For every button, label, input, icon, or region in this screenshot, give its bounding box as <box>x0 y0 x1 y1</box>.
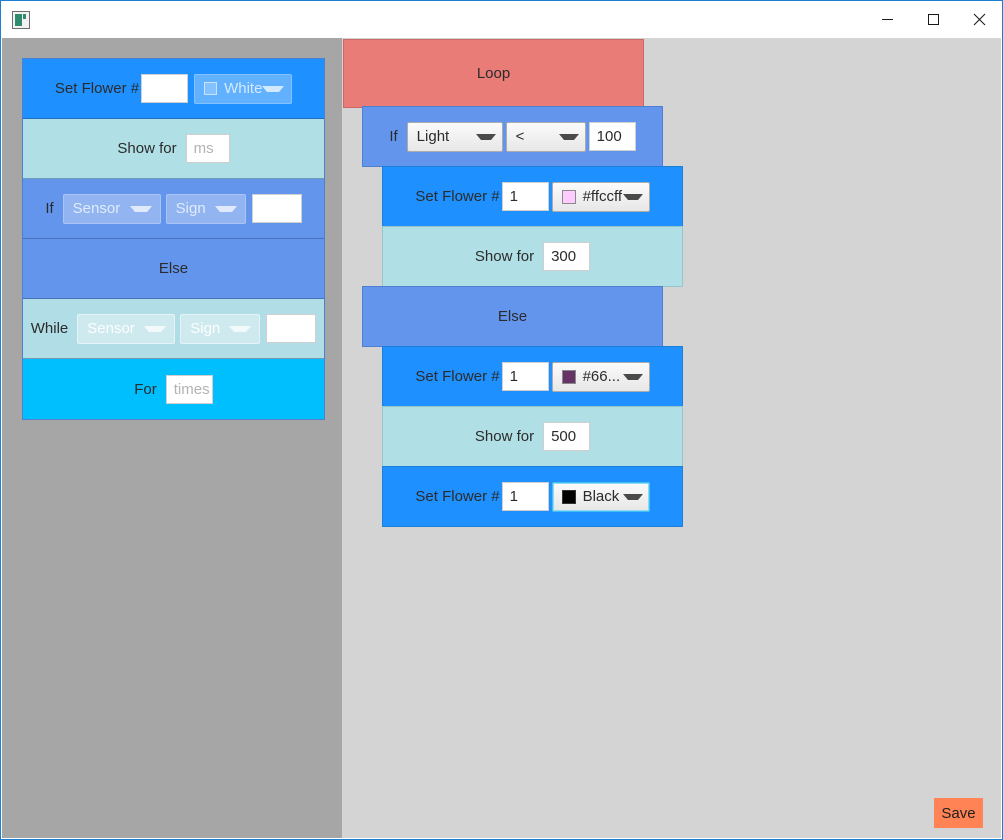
canvas-if-label: If <box>389 128 398 145</box>
canvas-set-flower-2-color-select[interactable]: #66... <box>551 361 650 392</box>
palette-while-sign-select[interactable]: Sign <box>180 313 261 344</box>
color-swatch-icon <box>561 369 576 384</box>
chevron-down-icon <box>229 325 252 332</box>
canvas-set-flower-2-color-label: #66... <box>582 368 621 385</box>
window-controls <box>864 1 1002 38</box>
chevron-down-icon <box>214 205 237 212</box>
color-swatch-icon <box>561 489 576 504</box>
canvas-set-flower-1-color-label: #ffccff <box>582 188 623 205</box>
canvas-set-flower-3-color-label: Black <box>582 488 620 505</box>
canvas-if-value-input[interactable]: 100 <box>588 122 636 151</box>
canvas-show-for-1-input[interactable]: 300 <box>543 242 591 271</box>
palette-block-stack: Set Flower # White Show for ms If <box>22 58 325 420</box>
chevron-down-icon <box>129 205 152 212</box>
save-button-label: Save <box>941 804 976 822</box>
color-swatch-icon <box>204 82 218 95</box>
canvas-show-for-1-label: Show for <box>474 248 535 265</box>
canvas-block-set-flower-2[interactable]: Set Flower # 1 #66... <box>382 346 683 407</box>
chevron-down-icon <box>622 193 643 200</box>
palette-while-sign-label: Sign <box>190 320 221 337</box>
canvas-set-flower-3-color-select[interactable]: Black <box>551 481 650 512</box>
canvas-else-label: Else <box>497 308 528 325</box>
save-button[interactable]: Save <box>934 798 983 828</box>
canvas-block-set-flower-1[interactable]: Set Flower # 1 #ffccff <box>382 166 683 227</box>
palette-show-for-input[interactable]: ms <box>185 134 230 163</box>
palette-block-set-flower[interactable]: Set Flower # White <box>23 59 324 119</box>
palette-while-label: While <box>30 320 69 337</box>
palette-block-else[interactable]: Else <box>23 239 324 299</box>
palette-set-flower-color-label: White <box>224 80 263 97</box>
canvas-block-show-for-1[interactable]: Show for 300 <box>382 226 683 287</box>
palette-for-label: For <box>134 380 157 398</box>
minimize-button[interactable] <box>864 1 910 38</box>
canvas-loop-label: Loop <box>476 65 511 82</box>
canvas-set-flower-2-label: Set Flower # <box>415 368 500 385</box>
canvas-block-else[interactable]: Else <box>362 286 663 347</box>
palette-block-show-for[interactable]: Show for ms <box>23 119 324 179</box>
palette-if-sensor-select[interactable]: Sensor <box>62 193 161 224</box>
palette-if-sign-select[interactable]: Sign <box>165 193 246 224</box>
chevron-down-icon <box>622 493 643 500</box>
palette-set-flower-color-select[interactable]: White <box>194 73 293 104</box>
palette-block-while[interactable]: While Sensor Sign <box>23 299 324 359</box>
canvas-block-if[interactable]: If Light < 100 <box>362 106 663 167</box>
palette-block-for[interactable]: For times <box>23 359 324 419</box>
title-bar <box>1 1 1002 38</box>
palette-if-sign-label: Sign <box>175 200 206 217</box>
palette-while-value-input[interactable] <box>266 314 317 343</box>
close-button[interactable] <box>956 1 1002 38</box>
chevron-down-icon <box>475 133 496 140</box>
palette-block-if[interactable]: If Sensor Sign <box>23 179 324 239</box>
canvas-block-set-flower-3[interactable]: Set Flower # 1 Black <box>382 466 683 527</box>
program-canvas[interactable]: Loop If Light < 100 Set Flower # 1 <box>342 38 1001 838</box>
palette-if-sensor-label: Sensor <box>72 200 121 217</box>
canvas-set-flower-1-number-input[interactable]: 1 <box>501 182 549 211</box>
chevron-down-icon <box>622 373 643 380</box>
chevron-down-icon <box>262 85 285 92</box>
workspace: Set Flower # White Show for ms If <box>2 38 1001 838</box>
palette-while-sensor-label: Sensor <box>87 320 135 337</box>
palette-else-label: Else <box>158 260 189 277</box>
canvas-set-flower-1-color-select[interactable]: #ffccff <box>551 181 650 212</box>
canvas-block-show-for-2[interactable]: Show for 500 <box>382 406 683 467</box>
palette-for-input[interactable]: times <box>165 374 213 404</box>
app-icon <box>12 10 30 29</box>
block-palette: Set Flower # White Show for ms If <box>2 38 342 838</box>
canvas-if-sensor-select[interactable]: Light <box>406 121 503 152</box>
chevron-down-icon <box>144 325 167 332</box>
chevron-down-icon <box>558 133 579 140</box>
canvas-block-loop[interactable]: Loop <box>343 39 644 108</box>
canvas-set-flower-2-number-input[interactable]: 1 <box>501 362 549 391</box>
canvas-set-flower-3-number-input[interactable]: 1 <box>501 482 549 511</box>
palette-if-value-input[interactable] <box>251 194 302 223</box>
canvas-set-flower-1-label: Set Flower # <box>415 188 500 205</box>
palette-set-flower-label: Set Flower # <box>54 80 140 97</box>
canvas-if-sign-select[interactable]: < <box>505 121 586 152</box>
palette-set-flower-number-input[interactable] <box>141 74 189 103</box>
canvas-if-sign-label: < <box>515 128 525 145</box>
canvas-set-flower-3-label: Set Flower # <box>415 488 500 505</box>
color-swatch-icon <box>561 189 576 204</box>
palette-show-for-label: Show for <box>117 140 177 157</box>
palette-if-label: If <box>45 200 54 217</box>
canvas-show-for-2-label: Show for <box>474 428 535 445</box>
canvas-show-for-2-input[interactable]: 500 <box>543 422 591 451</box>
palette-while-sensor-select[interactable]: Sensor <box>77 313 176 344</box>
maximize-button[interactable] <box>910 1 956 38</box>
canvas-if-sensor-label: Light <box>416 128 450 145</box>
